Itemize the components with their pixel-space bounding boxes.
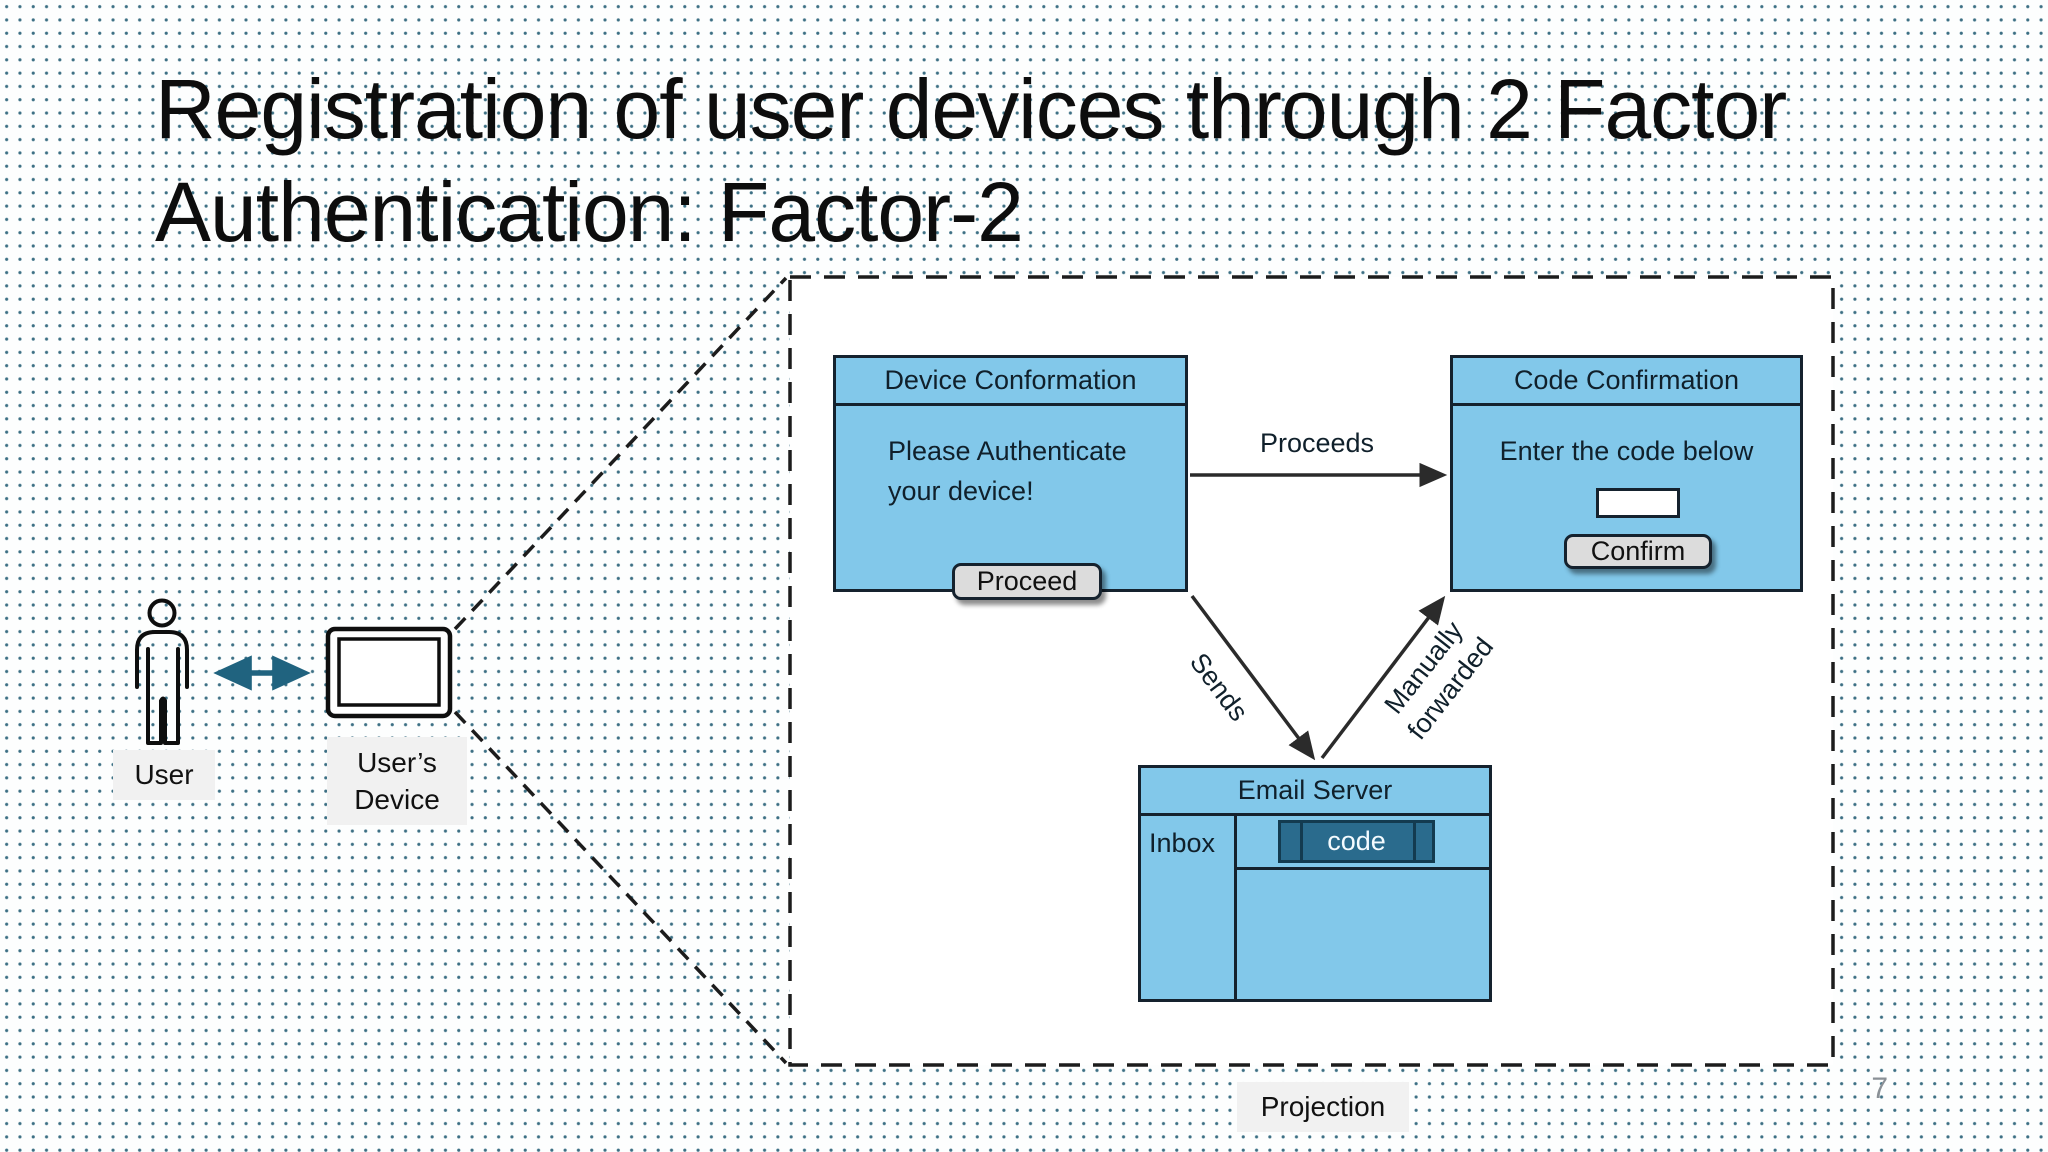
email-server-panel: Email Server Inbox code: [1138, 765, 1492, 1002]
email-server-row-divider: [1237, 867, 1489, 870]
projection-diagonal-top: [453, 276, 788, 631]
manually-forwarded-arrow-label: Manually forwarded: [1342, 575, 1531, 781]
user-label-text: User: [134, 759, 194, 790]
confirm-button-label: Confirm: [1590, 536, 1686, 566]
code-confirmation-body: Enter the code below Confirm: [1453, 406, 1800, 589]
confirm-button[interactable]: Confirm: [1564, 534, 1712, 569]
email-server-title-text: Email Server: [1237, 775, 1393, 805]
users-device-label-line2: Device: [354, 784, 440, 815]
users-device-label: User’s Device: [327, 737, 467, 825]
device-confirmation-message-line1: Please Authenticate: [888, 436, 1127, 466]
slide-title: Registration of user devices through 2 F…: [155, 58, 1787, 264]
inbox-label: Inbox: [1149, 828, 1216, 858]
device-confirmation-body: Please Authenticate your device! Proceed: [836, 406, 1185, 600]
projection-caption: Projection: [1237, 1082, 1409, 1132]
code-confirmation-panel: Code Confirmation Enter the code below C…: [1450, 355, 1803, 592]
page-number: 7: [1871, 1072, 1888, 1105]
code-confirmation-title: Code Confirmation: [1453, 358, 1800, 406]
monitor-icon: [325, 626, 453, 719]
projection-diagonal-bottom: [453, 710, 788, 1065]
proceed-button[interactable]: Proceed: [952, 563, 1102, 600]
person-icon: [135, 598, 189, 745]
slide-title-line1: Registration of user devices through 2 F…: [155, 62, 1787, 156]
slide-title-line2: Authentication: Factor-2: [155, 165, 1024, 259]
code-email-item-label: code: [1327, 826, 1386, 856]
email-server-title: Email Server: [1141, 768, 1489, 816]
projection-caption-text: Projection: [1260, 1091, 1386, 1122]
proceed-button-label: Proceed: [976, 566, 1078, 596]
proceeds-arrow-label-text: Proceeds: [1259, 428, 1375, 458]
device-confirmation-panel: Device Conformation Please Authenticate …: [833, 355, 1188, 600]
sends-arrow-label-text: Sends: [1183, 647, 1255, 727]
users-device-label-line1: User’s: [357, 747, 437, 778]
device-confirmation-message: Please Authenticate your device!: [888, 431, 1127, 511]
email-server-column-divider: [1234, 816, 1237, 999]
code-input-field[interactable]: [1596, 488, 1680, 518]
code-confirmation-message: Enter the code below: [1499, 436, 1754, 466]
proceeds-arrow-label: Proceeds: [1190, 428, 1444, 459]
device-confirmation-message-line2: your device!: [888, 476, 1034, 506]
device-confirmation-title: Device Conformation: [836, 358, 1185, 406]
device-confirmation-title-text: Device Conformation: [884, 365, 1137, 395]
user-label: User: [113, 750, 215, 800]
code-email-item: code: [1278, 820, 1435, 863]
email-server-content: Inbox code: [1141, 816, 1489, 999]
sends-arrow-label: Sends: [1160, 620, 1278, 754]
code-confirmation-title-text: Code Confirmation: [1513, 365, 1740, 395]
